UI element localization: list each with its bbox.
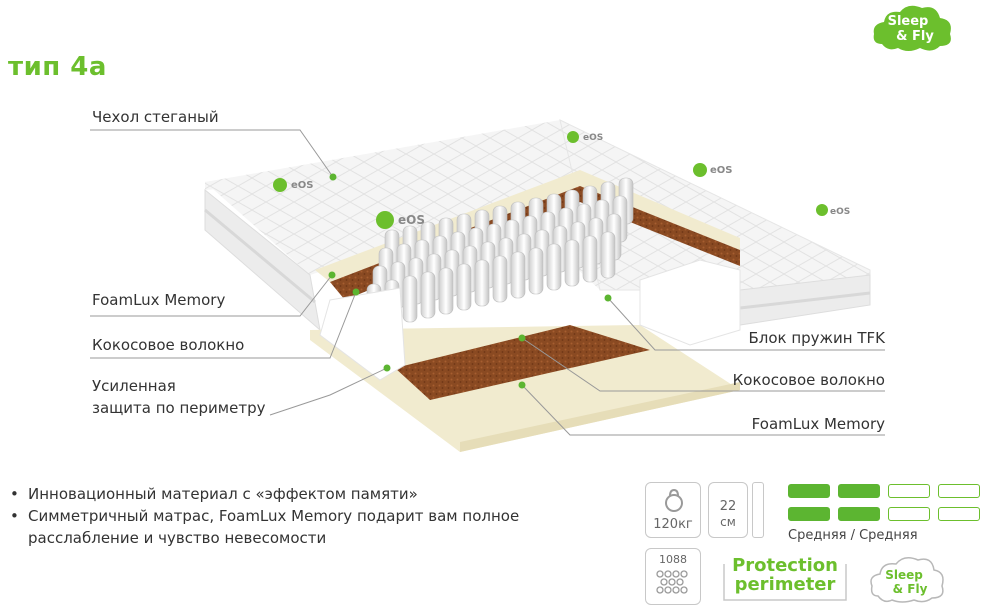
eos-mark: eOS (816, 204, 850, 217)
side-seam (204, 208, 316, 304)
leader-dot (352, 288, 360, 296)
firmness-bar (888, 507, 930, 521)
eos-mark: eOS (376, 211, 425, 229)
leader-dot (383, 364, 391, 372)
bottom-foam-front (460, 382, 740, 452)
back-coconut-wall (330, 186, 740, 300)
eos-mark: eOS (567, 131, 603, 143)
firmness-label: Средняя / Средняя (788, 528, 918, 543)
spring-pocket (564, 239, 580, 287)
eos-text: eOS (398, 213, 425, 227)
leader-dot (328, 271, 336, 279)
firmness-bar (888, 484, 930, 498)
feature-item-continuation: расслабление и чувство невесомости (8, 527, 608, 549)
bottom-coconut-layer (395, 325, 650, 400)
leader-coconut-left (90, 291, 357, 359)
spring-pocket (492, 255, 508, 303)
label-coconut-left: Кокосовое волокно (92, 336, 245, 354)
page-title: тип 4а (8, 52, 107, 82)
leader-dot (329, 173, 337, 181)
leader-dot (518, 381, 526, 389)
leader-dots (328, 173, 612, 389)
height-unit: см (720, 515, 736, 529)
eos-text: eOS (830, 207, 850, 217)
spring-pocket (438, 267, 454, 315)
eos-text: eOS (710, 165, 733, 176)
kettlebell-icon (665, 488, 683, 512)
spring-pocket (402, 275, 418, 323)
springs-count: 1088 (659, 553, 687, 566)
protection-badge-text: Protection perimeter (720, 556, 850, 594)
leader-perimeter (269, 367, 388, 416)
eos-mark: eOS (273, 178, 314, 192)
logo-line: & Fly (896, 29, 934, 44)
sleep-fly-logo (873, 5, 951, 51)
firmness-bar (838, 507, 880, 521)
protection-badge-frame (723, 564, 847, 601)
back-foam-wall (315, 170, 740, 282)
small-logo-badge (870, 557, 944, 603)
spring-pocket (546, 243, 562, 291)
height-badge: 22 см (708, 482, 748, 538)
spring-pocket (456, 263, 472, 311)
spring-pocket (528, 247, 544, 295)
small-logo-text: Sleep & Fly (868, 568, 940, 596)
height-value: 22 (719, 499, 737, 514)
spring-pocket (420, 271, 436, 319)
firmness-bar (838, 484, 880, 498)
small-logo-line: Sleep (885, 568, 923, 582)
feature-item: Симметричный матрас, FoamLux Memory пода… (8, 505, 608, 527)
spring-pocket (510, 251, 526, 299)
spring-grid-icon (656, 570, 688, 594)
firmness-bar (938, 507, 980, 521)
feature-item: Инновационный материал с «эффектом памят… (8, 483, 608, 505)
right-foam-end (639, 259, 741, 346)
label-foam-right: FoamLux Memory (751, 415, 885, 433)
firmness-bar (938, 484, 980, 498)
firmness-bar (788, 484, 830, 498)
spring-pocket (600, 231, 616, 279)
weight-value: 120кг (653, 517, 693, 532)
label-foam-top: FoamLux Memory (92, 291, 226, 309)
protection-line-2: perimeter (734, 574, 836, 595)
leader-dot (518, 334, 526, 342)
springs-count-badge: 1088 (645, 548, 701, 605)
weight-badge: 120кг (645, 482, 701, 538)
feature-text: расслабление и чувство невесомости (28, 529, 327, 547)
label-perimeter-2: защита по периметру (92, 399, 266, 417)
spring-block (366, 177, 634, 331)
leader-lines (90, 129, 885, 436)
eos-mark: eOS (693, 163, 733, 177)
firmness-bar (788, 507, 830, 521)
logo-line: Sleep (887, 14, 929, 29)
leader-foam-top (90, 274, 333, 317)
eos-text: eOS (291, 180, 314, 191)
feature-list: Инновационный материал с «эффектом памят… (8, 483, 608, 549)
label-springs: Блок пружин TFK (748, 329, 885, 347)
label-coconut-right: Кокосовое волокно (732, 371, 885, 389)
eos-text: eOS (583, 133, 603, 143)
height-bar-icon (752, 482, 764, 538)
leader-cover (90, 129, 334, 178)
left-foam-end (319, 287, 406, 381)
side-seam (739, 291, 871, 310)
mattress-top-left (205, 150, 600, 275)
logo-text: Sleep & Fly (872, 14, 944, 44)
spring-pocket (474, 259, 490, 307)
protection-line-1: Protection (732, 555, 838, 576)
label-perimeter-1: Усиленная (92, 377, 176, 395)
small-logo-line: & Fly (892, 582, 928, 596)
label-cover: Чехол стеганый (92, 108, 219, 126)
spring-pocket (582, 235, 598, 283)
leader-dot (604, 294, 612, 302)
leader-foam-right (521, 384, 885, 436)
leader-springs (607, 297, 885, 351)
leader-coconut-right (521, 337, 885, 392)
mattress-illustration: eOS eOS eOS eOS eOS (90, 119, 885, 452)
